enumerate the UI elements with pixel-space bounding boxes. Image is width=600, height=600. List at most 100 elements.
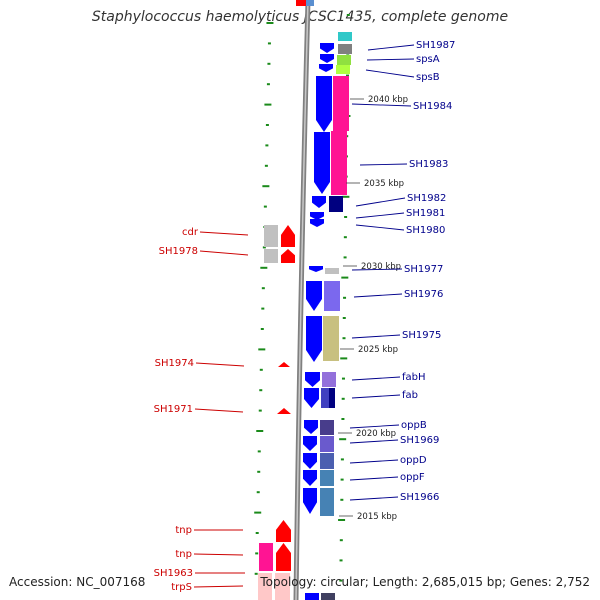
label-connector [355, 212, 405, 219]
tick-mark [259, 389, 263, 392]
gene-block [337, 55, 351, 65]
gene-block [321, 593, 335, 600]
tick-mark [340, 458, 344, 461]
gene-arrow-reverse [312, 196, 326, 208]
gene-block [320, 453, 334, 469]
gene-arrow-reverse [303, 488, 317, 514]
tick-mark [341, 377, 345, 380]
gene-block [331, 131, 347, 195]
tick-mark [346, 74, 350, 77]
gene-features [258, 0, 352, 600]
ruler-label: 2040 kbp [368, 95, 408, 105]
label-connector [349, 476, 399, 481]
gene-label-right: SH1983 [409, 159, 448, 170]
gene-arrow-reverse [310, 219, 324, 227]
gene-block [325, 268, 339, 274]
right-gene-labels: SH1987spsAspsBSH1984SH1983SH1982SH1981SH… [349, 40, 455, 503]
gene-arrow-reverse [303, 453, 317, 469]
label-connector [351, 103, 412, 107]
gene-block [258, 573, 272, 600]
gene-label-right: fab [402, 390, 418, 401]
gene-arrow-reverse [303, 436, 317, 451]
tick-mark [266, 83, 270, 86]
tick-mark [343, 296, 347, 299]
label-connector [366, 58, 415, 61]
ruler-label: 2025 kbp [358, 345, 398, 355]
tick-mark [258, 348, 266, 351]
gene-label-right: SH1969 [400, 435, 439, 446]
tick-mark [338, 519, 346, 521]
gene-arrow-reverse [310, 212, 324, 220]
tick-mark [267, 62, 271, 65]
gene-label-right: SH1980 [406, 225, 445, 236]
gene-label-right: fabH [402, 372, 426, 383]
gene-block [333, 76, 349, 131]
gene-block [338, 44, 352, 54]
tick-mark [339, 539, 343, 542]
gene-block [323, 316, 339, 361]
tick-mark [341, 276, 349, 279]
label-connector [351, 268, 403, 271]
gene-block [320, 420, 334, 435]
tick-mark [340, 478, 344, 481]
tick-mark [343, 256, 347, 259]
gene-block [296, 0, 306, 6]
gene-arrow-forward [276, 543, 291, 571]
gene-block [259, 543, 273, 571]
label-connector [359, 163, 408, 166]
label-connector [194, 408, 244, 413]
gene-label-right: oppF [400, 472, 425, 483]
gene-block [320, 488, 334, 516]
gene-arrow-reverse [319, 64, 333, 72]
gene-label-right: SH1984 [413, 101, 452, 112]
gene-arrow-reverse [303, 470, 317, 486]
tick-mark [340, 498, 344, 501]
gene-label-left: tnp [175, 525, 192, 536]
gene-arrow-reverse [309, 266, 323, 272]
tick-mark [264, 103, 272, 106]
gene-label-left: SH1978 [159, 246, 198, 257]
gene-arrow-forward [281, 249, 295, 263]
label-connector [351, 334, 401, 339]
tick-mark [260, 266, 268, 269]
gene-arrow-reverse [306, 281, 322, 311]
tick-mark [255, 532, 259, 534]
genome-title: Staphylococcus haemolyticus JCSC1435, co… [91, 9, 509, 25]
tick-mark [255, 552, 259, 555]
label-connector [367, 44, 415, 51]
tick-mark [261, 287, 265, 290]
tick-mark [342, 337, 346, 340]
tick-mark [260, 328, 264, 330]
tick-mark [256, 430, 264, 432]
label-connector [355, 224, 405, 231]
gene-block [324, 281, 340, 311]
tick-mark [339, 579, 343, 582]
label-connector [193, 585, 244, 588]
gene-label-left: SH1971 [154, 404, 193, 415]
gene-block [329, 388, 335, 408]
tick-mark [254, 511, 262, 514]
tick-mark [343, 236, 347, 239]
footer-bar: Accession: NC_007168 Topology: circular;… [0, 574, 600, 594]
tick-mark [341, 418, 345, 420]
gene-label-right: SH1982 [407, 193, 446, 204]
tick-mark [262, 246, 266, 249]
label-connector [349, 424, 400, 429]
tick-mark [256, 491, 260, 494]
tick-mark [342, 317, 346, 319]
tick-mark [346, 14, 350, 16]
tick-mark [261, 307, 265, 310]
tick-mark [264, 164, 268, 167]
gene-arrow-reverse [306, 316, 322, 362]
gene-label-right: SH1975 [402, 330, 441, 341]
topology-text: Topology: circular; Length: 2,685,015 bp… [260, 575, 590, 589]
gene-label-left: cdr [182, 227, 199, 238]
tick-mark [262, 185, 270, 188]
gene-arrow-forward [277, 408, 291, 414]
tick-mark [263, 205, 267, 208]
label-connector [351, 376, 401, 381]
ruler-label: 2015 kbp [357, 512, 397, 522]
gene-block [264, 249, 278, 263]
tick-mark [258, 409, 262, 412]
